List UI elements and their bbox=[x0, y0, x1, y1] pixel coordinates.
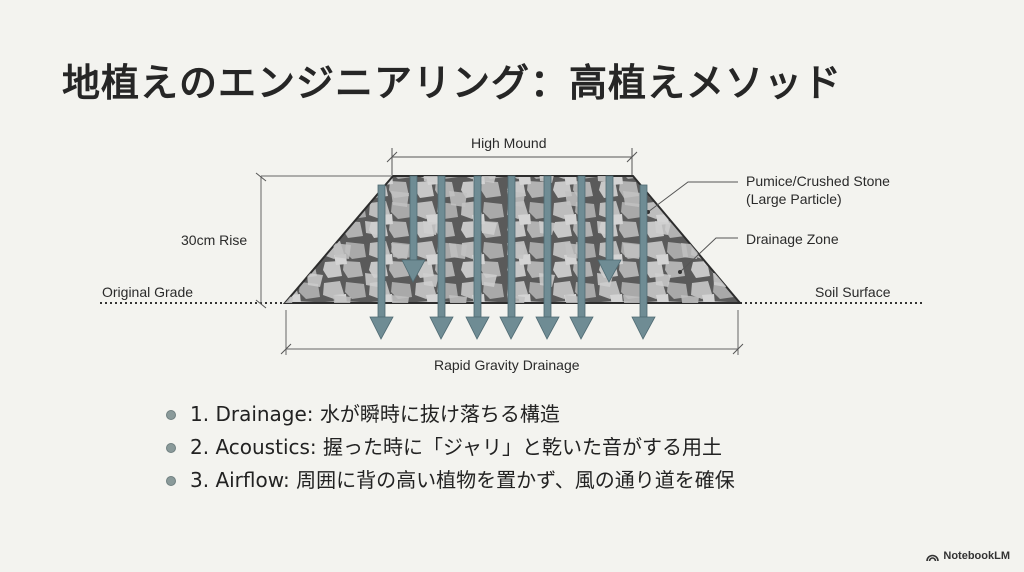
arrow-down-icon bbox=[369, 184, 394, 340]
material-label-line1: Pumice/Crushed Stone bbox=[746, 173, 890, 189]
arrow-down-icon bbox=[569, 175, 594, 340]
list-item: 1. Drainage: 水が瞬時に抜け落ちる構造 bbox=[166, 398, 735, 431]
drainage-arrows bbox=[369, 175, 656, 340]
bullet-dot-icon bbox=[166, 476, 176, 486]
high-mound-label: High Mound bbox=[471, 135, 547, 151]
original-grade-label: Original Grade bbox=[102, 284, 194, 300]
arrow-down-icon bbox=[401, 175, 426, 283]
rise-label: 30cm Rise bbox=[181, 232, 248, 248]
soil-surface-label: Soil Surface bbox=[815, 284, 891, 300]
material-label-line2: (Large Particle) bbox=[746, 191, 842, 207]
key-points-list: 1. Drainage: 水が瞬時に抜け落ちる構造 2. Acoustics: … bbox=[166, 398, 735, 497]
bullet-dot-icon bbox=[166, 410, 176, 420]
arrow-down-icon bbox=[429, 175, 454, 340]
bullet-dot-icon bbox=[166, 443, 176, 453]
list-item: 3. Airflow: 周囲に背の高い植物を置かず、風の通り道を確保 bbox=[166, 464, 735, 497]
drainage-zone-label: Drainage Zone bbox=[746, 231, 839, 247]
arrow-down-icon bbox=[465, 175, 490, 340]
rapid-drainage-label: Rapid Gravity Drainage bbox=[434, 357, 580, 373]
notebooklm-logo-icon bbox=[926, 554, 940, 561]
page-title: 地植えのエンジニアリング：高植えメソッド bbox=[62, 61, 843, 105]
arrow-down-icon bbox=[597, 175, 622, 283]
brand-watermark: NotebookLM bbox=[926, 550, 1010, 562]
list-item: 2. Acoustics: 握った時に「ジャリ」と乾いた音がする用土 bbox=[166, 431, 735, 464]
brand-label: NotebookLM bbox=[943, 550, 1010, 562]
arrow-down-icon bbox=[631, 184, 656, 340]
arrow-down-icon bbox=[499, 175, 524, 340]
arrow-down-icon bbox=[535, 175, 560, 340]
